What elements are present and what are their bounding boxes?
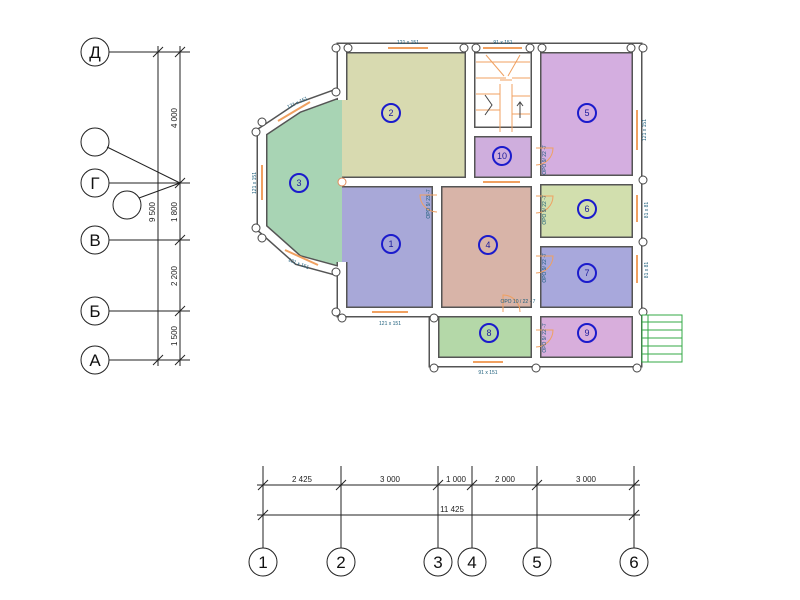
- col-axis-2: 2: [326, 547, 356, 577]
- door-label: ОРО 9/ 22 -7: [542, 253, 548, 283]
- svg-text:10: 10: [497, 151, 507, 161]
- room-marker-4: 4: [478, 235, 498, 255]
- row-axis-label: А: [89, 351, 101, 370]
- col-dim: 2 000: [495, 475, 516, 484]
- col-total-dim: 11 425: [440, 505, 464, 514]
- door-label: ОРО 9/ 23 -7: [426, 189, 432, 219]
- room-marker-1: 1: [381, 234, 401, 254]
- row-axis-label: В: [89, 231, 100, 250]
- col-dim: 3 000: [576, 475, 597, 484]
- row-axis-V: В: [80, 225, 190, 255]
- window-label: 121 x 151: [252, 172, 258, 194]
- svg-text:1: 1: [388, 239, 393, 249]
- door-label: ОРО 9/ 22 -7: [542, 323, 548, 353]
- row-axis-G: Г: [80, 168, 190, 198]
- room-marker-2: 2: [381, 103, 401, 123]
- col-dim: 1 000: [446, 475, 467, 484]
- room-7-fill: [538, 243, 634, 309]
- door-labels: ОРО 9/ 23 -7 ОРО 9/ 22 -7 ОРО 9/ 22 -7 О…: [426, 145, 548, 353]
- room-marker-5: 5: [577, 103, 597, 123]
- window-label: 91 x 151: [493, 40, 512, 46]
- door-label: ОРО 9/ 22 -7: [542, 145, 548, 175]
- svg-text:2: 2: [388, 108, 393, 118]
- door-label: ОРО 10 / 22 - 7: [501, 299, 536, 305]
- col-axis-label: 5: [532, 553, 541, 572]
- window-label: 121 x 151: [379, 321, 401, 327]
- stair-area: [472, 52, 534, 132]
- window-label: 91 x 151: [478, 370, 497, 376]
- window-label: 81 x 81: [644, 262, 650, 279]
- row-axis-empty-1: [80, 127, 110, 157]
- room-5-fill: [538, 52, 634, 178]
- row-total-dim: 9 500: [148, 201, 157, 222]
- row-axis-B: Б: [80, 296, 190, 326]
- row-dim: 1 800: [170, 201, 179, 222]
- row-dim: 2 200: [170, 265, 179, 286]
- row-axis-empty-2: [112, 190, 142, 220]
- svg-text:6: 6: [584, 204, 589, 214]
- room-marker-3: 3: [289, 173, 309, 193]
- room-9-fill: [538, 314, 634, 359]
- col-dim: 2 425: [292, 475, 313, 484]
- col-axis-5: 5: [522, 547, 552, 577]
- window-label: 81 x 81: [644, 202, 650, 219]
- row-dim: 4 000: [170, 107, 179, 128]
- svg-text:4: 4: [485, 240, 490, 250]
- window-label: 121 x 151: [397, 40, 419, 46]
- room-3-fill: [264, 92, 342, 270]
- doors: [419, 147, 554, 348]
- row-axis-D: Д: [80, 37, 190, 67]
- svg-text:8: 8: [486, 328, 491, 338]
- col-axis-label: 6: [629, 553, 638, 572]
- col-axis-label: 2: [336, 553, 345, 572]
- row-axes: Д Г В Б А: [80, 37, 190, 375]
- windows: [261, 47, 638, 363]
- col-axis-label: 4: [467, 553, 476, 572]
- row-dim: 1 500: [170, 325, 179, 346]
- room-10-fill: [472, 133, 534, 181]
- room-markers: 3 2 1 4 5 10 6 7 8 9: [289, 103, 597, 343]
- room-6-fill: [538, 184, 634, 240]
- svg-text:9: 9: [584, 328, 589, 338]
- col-axis-3: 3: [423, 547, 453, 577]
- entrance-steps: [641, 314, 683, 363]
- room-2-fill: [342, 52, 469, 182]
- col-axis-4: 4: [457, 547, 487, 577]
- row-axis-label: Б: [89, 302, 100, 321]
- rooms: [264, 52, 634, 359]
- col-axes: 2 425 3 000 1 000 2 000 3 000 11 425 1 2…: [248, 466, 649, 577]
- room-8-fill: [437, 314, 534, 359]
- room-1-fill: [342, 182, 437, 308]
- window-label: 121 x 151: [642, 119, 648, 141]
- row-axis-label: Д: [89, 43, 101, 62]
- svg-text:3: 3: [296, 178, 301, 188]
- row-axis-label: Г: [90, 174, 99, 193]
- room-marker-9: 9: [577, 323, 597, 343]
- col-axis-6: 6: [619, 547, 649, 577]
- room-marker-7: 7: [577, 263, 597, 283]
- col-axis-label: 1: [258, 553, 267, 572]
- col-dim: 3 000: [380, 475, 401, 484]
- room-marker-6: 6: [577, 199, 597, 219]
- col-axis-label: 3: [433, 553, 442, 572]
- room-marker-8: 8: [479, 323, 499, 343]
- row-axis-A: А: [80, 345, 190, 375]
- svg-text:5: 5: [584, 108, 589, 118]
- col-axis-1: 1: [248, 547, 278, 577]
- room-marker-10: 10: [492, 146, 512, 166]
- room-4-fill: [437, 182, 534, 308]
- door-label: ОРО 9/ 22 -7: [542, 195, 548, 225]
- stairs: [476, 54, 530, 132]
- svg-text:7: 7: [584, 268, 589, 278]
